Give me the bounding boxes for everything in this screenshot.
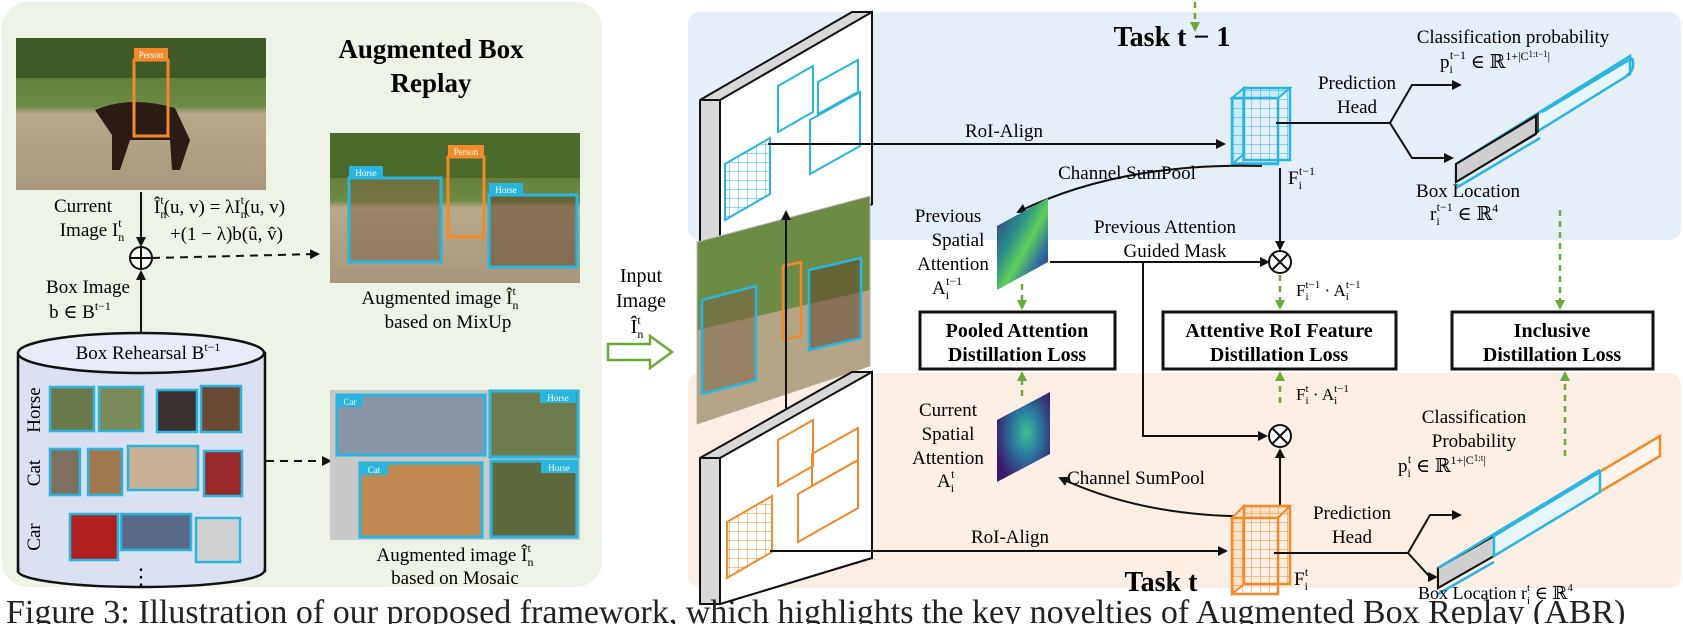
roi-align-cur-label: RoI-Align <box>971 527 1050 548</box>
box-location-prev-1: Box Location <box>1416 181 1520 202</box>
pooled-loss-1: Pooled Attention <box>946 320 1089 342</box>
pooled-loss-2: Distillation Loss <box>948 344 1087 366</box>
box-location-prev-2: rit−1 ∈ ℝ4 <box>1430 200 1498 228</box>
prev-attention-3: Attention <box>917 254 989 275</box>
distillation-arrows <box>1017 2 1570 456</box>
inclusive-loss-box <box>1450 310 1655 371</box>
mosaic-caption-1: Augmented image Înt <box>377 541 534 569</box>
abr-title-line2: Replay <box>391 68 473 98</box>
cur-masked-feature: Fit · Ait−1 <box>1296 383 1349 407</box>
inclusive-loss-1: Inclusive <box>1514 320 1591 342</box>
cur-attention-1: Current <box>919 400 978 421</box>
mixup-augmented-photo: Horse Person Horse <box>330 133 580 283</box>
prediction-head-cur-1: Prediction <box>1313 503 1392 524</box>
prediction-head-cur-2: Head <box>1332 527 1373 548</box>
input-label-2: Image <box>616 290 666 312</box>
prev-roi-feature-cube <box>1229 85 1293 167</box>
class-prob-cur-3: pit ∈ ℝ1+|C1:t| <box>1398 452 1486 480</box>
guided-mask-2: Guided Mask <box>1124 241 1227 262</box>
guided-mask-1: Previous Attention <box>1094 217 1236 238</box>
mosaic-caption-2: based on Mosaic <box>391 568 519 589</box>
mosaic-augmented-photo: Car Horse Cat Horse <box>330 389 580 540</box>
abr-title-line1: Augmented Box <box>338 34 524 64</box>
car-label: Car <box>344 397 357 407</box>
prediction-head-prev-2: Head <box>1337 97 1378 118</box>
horse-label-d: Horse <box>548 463 570 473</box>
heatmap-icon <box>997 198 1048 290</box>
task-cur-title: Task t <box>1125 567 1199 598</box>
rehearsal-ellipsis: ⋮ <box>130 564 152 589</box>
prev-attention-symbol: Ait−1 <box>932 274 962 302</box>
cur-attention-2: Spatial <box>922 424 975 445</box>
prev-attention-2: Spatial <box>932 230 985 251</box>
prediction-head-prev-1: Prediction <box>1318 73 1397 94</box>
box-rehearsal-title: Box Rehearsal Bt−1 <box>76 340 221 364</box>
person-label-b: Person <box>454 147 479 157</box>
person-label: Person <box>139 50 164 60</box>
times-circle-cur-icon <box>1268 424 1292 448</box>
figure-caption: Figure 3: Illustration of our proposed f… <box>6 594 1626 624</box>
cur-feature-label: Fit <box>1294 565 1309 593</box>
roi-align-prev-label: RoI-Align <box>965 121 1044 142</box>
hollow-arrow-icon <box>606 333 675 371</box>
mixup-formula-line2: +(1 − λ)b(û, v̂) <box>170 224 283 245</box>
class-prob-prev-2: pit−1 ∈ ℝ1+|C1:t−1| <box>1440 48 1550 76</box>
box-image-label-2: b ∈ Bt−1 <box>49 299 111 323</box>
channel-sumpool-cur: Channel SumPool <box>1067 468 1205 489</box>
category-horse: Horse <box>24 387 45 432</box>
input-label-3: Înt <box>631 313 644 341</box>
channel-sumpool-prev: Channel SumPool <box>1058 163 1196 184</box>
plus-circle-icon <box>129 246 153 270</box>
input-label-1: Input <box>620 265 663 287</box>
input-image-photo <box>696 195 871 425</box>
class-prob-cur-1: Classification <box>1422 407 1527 428</box>
class-prob-prev-1: Classification probability <box>1417 27 1610 48</box>
mixup-caption-1: Augmented image Înt <box>362 284 519 312</box>
current-image-label-2: Image Int <box>60 216 125 244</box>
horse-label-b: Horse <box>495 185 517 195</box>
prev-classification-bar <box>1454 53 1635 190</box>
mixup-caption-2: based on MixUp <box>385 312 512 333</box>
horse-label-a: Horse <box>355 168 377 178</box>
prev-attention-1: Previous <box>915 206 982 227</box>
class-prob-cur-2: Probability <box>1432 431 1517 452</box>
box-image-label-1: Box Image <box>46 277 130 298</box>
horse-label-c: Horse <box>547 393 569 403</box>
times-circle-icon <box>1268 250 1292 274</box>
attentive-loss-2: Distillation Loss <box>1210 344 1349 366</box>
prev-masked-feature: Fit−1 · Ait−1 <box>1296 279 1361 303</box>
inclusive-loss-2: Distillation Loss <box>1483 344 1622 366</box>
prev-feature-label: Fit−1 <box>1288 164 1315 192</box>
category-car: Car <box>24 523 45 551</box>
cur-classification-bar <box>1436 433 1662 596</box>
task-cur-region <box>688 373 1681 588</box>
task-prev-region <box>688 12 1681 240</box>
attentive-loss-1: Attentive RoI Feature <box>1185 320 1372 342</box>
box-location-cur: Box Location rit ∈ ℝ4 <box>1418 582 1573 607</box>
current-heatmap-icon <box>997 392 1050 482</box>
attentive-roi-loss-box <box>1161 310 1398 371</box>
rehearsal-thumbnails <box>48 384 244 564</box>
cur-attention-3: Attention <box>912 448 984 469</box>
cat-label: Cat <box>368 465 381 475</box>
cur-roi-feature-cube <box>1229 503 1293 597</box>
category-cat: Cat <box>24 459 45 486</box>
mixup-formula-line1: Înt(u, v) = λInt(u, v) <box>154 193 285 221</box>
current-image-label-1: Current <box>54 196 113 217</box>
cur-backbone-featuremap <box>699 370 873 606</box>
current-image-photo: Person <box>16 38 266 190</box>
task-prev-title: Task t − 1 <box>1114 22 1231 53</box>
pooled-attention-loss-box <box>918 310 1117 371</box>
cur-attention-symbol: Ait <box>937 467 955 495</box>
